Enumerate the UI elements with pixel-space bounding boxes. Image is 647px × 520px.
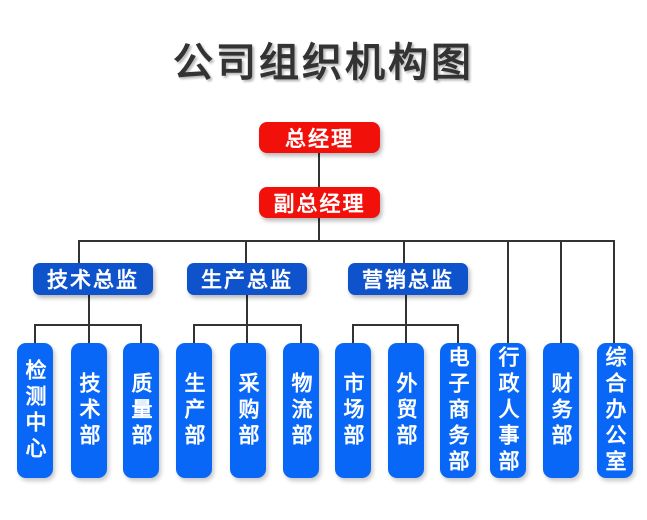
connector-line [352, 324, 354, 343]
connector-line [507, 240, 509, 343]
connector-line [300, 324, 302, 343]
dept-label: 采购部 [236, 371, 260, 450]
connector-line [403, 240, 405, 263]
connector-line [613, 240, 615, 343]
connector-line [318, 153, 320, 187]
connector-line [34, 324, 142, 326]
dept-general-office: 综合办公室 [597, 343, 633, 478]
dept-label: 技术部 [77, 371, 101, 450]
dept-purchasing: 采购部 [230, 343, 266, 478]
connector-line [352, 324, 459, 326]
dept-production: 生产部 [176, 343, 212, 478]
connector-line [34, 324, 36, 343]
dept-label: 生产部 [182, 371, 206, 450]
dept-quality: 质量部 [123, 343, 159, 478]
connector-line [78, 240, 615, 242]
dept-label: 电子商务部 [446, 345, 470, 476]
dept-label: 外贸部 [394, 371, 418, 450]
dept-label: 物流部 [289, 371, 313, 450]
connector-line [78, 240, 80, 263]
connector-line [457, 324, 459, 343]
connector-line [245, 240, 247, 263]
connector-line [318, 218, 320, 240]
connector-line [560, 240, 562, 343]
node-production-director: 生产总监 [187, 263, 307, 295]
dept-label: 行政人事部 [496, 345, 520, 476]
node-deputy-general-manager: 副总经理 [259, 187, 380, 218]
dept-foreign-trade: 外贸部 [388, 343, 424, 478]
dept-label: 财务部 [549, 371, 573, 450]
node-technical-director: 技术总监 [33, 263, 153, 295]
dept-testing-center: 检测中心 [17, 343, 53, 478]
dept-finance: 财务部 [543, 343, 579, 478]
connector-line [193, 324, 195, 343]
connector-line [405, 295, 407, 343]
connector-line [140, 324, 142, 343]
connector-line [193, 324, 302, 326]
dept-admin-hr: 行政人事部 [490, 343, 526, 478]
dept-label: 质量部 [129, 371, 153, 450]
node-marketing-director: 营销总监 [348, 263, 468, 295]
connector-line [88, 295, 90, 343]
connector-line [246, 295, 248, 343]
dept-marketing: 市场部 [335, 343, 371, 478]
dept-label: 检测中心 [23, 358, 47, 463]
dept-ecommerce: 电子商务部 [440, 343, 476, 478]
node-general-manager: 总经理 [259, 122, 380, 153]
page-title: 公司组织机构图 [173, 40, 474, 86]
dept-logistics: 物流部 [283, 343, 319, 478]
dept-technology: 技术部 [71, 343, 107, 478]
dept-label: 综合办公室 [603, 345, 627, 476]
dept-label: 市场部 [341, 371, 365, 450]
